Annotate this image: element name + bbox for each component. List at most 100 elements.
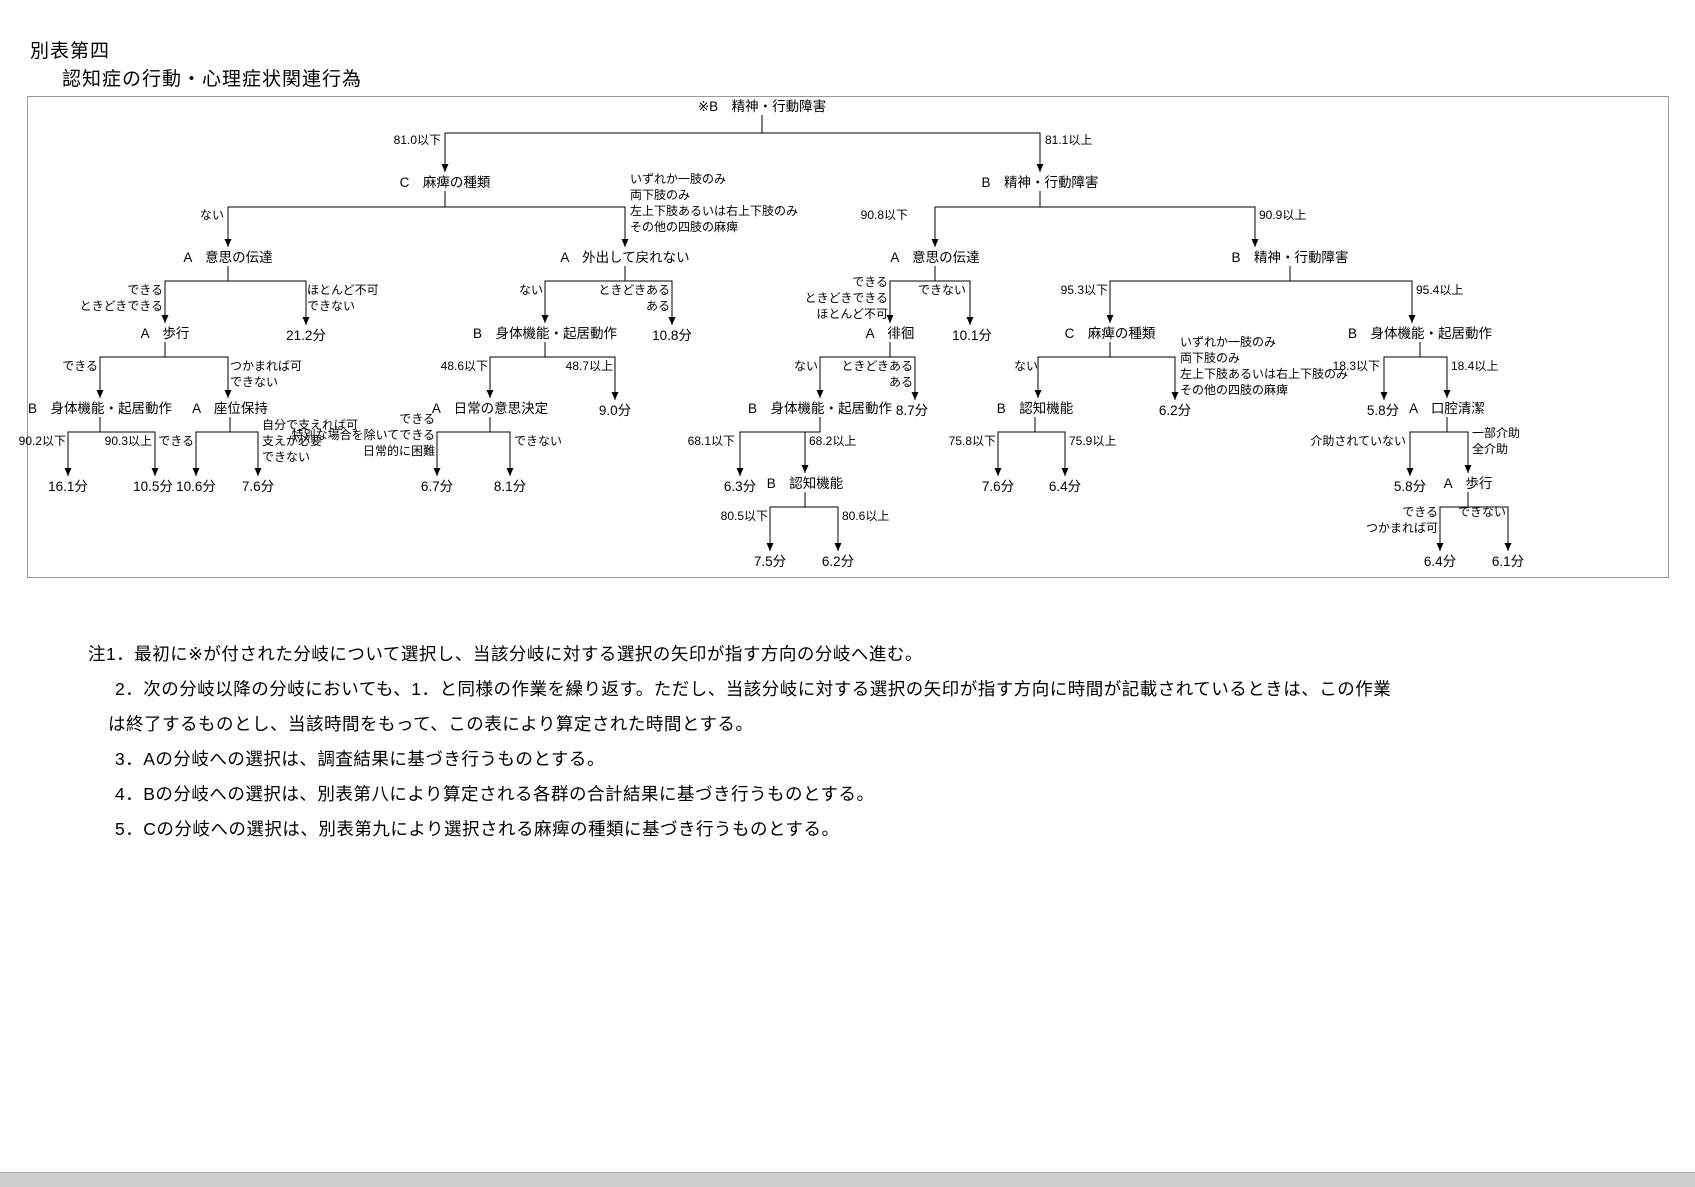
note-line: 3．Aの分岐への選択は、調査結果に基づき行うものとする。: [115, 749, 605, 769]
branch-condition-label: その他の四肢の麻痺: [630, 220, 739, 234]
branch-condition-label: ない: [518, 283, 543, 297]
branch-condition-label: できる: [1402, 505, 1438, 519]
tree-node: ※B 精神・行動障害: [697, 99, 827, 114]
tree-node: A 意思の伝達: [183, 250, 273, 265]
tree-leaf-minutes-value: 7.5分: [753, 554, 787, 569]
tree-leaf-minutes-value: 6.1分: [1491, 554, 1525, 569]
tree-node: B 認知機能: [766, 476, 844, 491]
note-line: 2．次の分岐以降の分岐においても、1．と同様の作業を繰り返す。ただし、当該分岐に…: [115, 679, 1392, 699]
tree-node: A 意思の伝達: [890, 250, 980, 265]
branch-condition-label: その他の四肢の麻痺: [1180, 383, 1289, 397]
branch-condition-label: 48.7以上: [565, 359, 613, 373]
tree-leaf-minutes-value: 8.1分: [493, 479, 527, 494]
tree-node: B 身体機能・起居動作: [27, 401, 173, 416]
branch-condition-label: 自分で支えれば可: [262, 418, 359, 432]
branch-condition-label: 68.2以上: [809, 434, 857, 448]
tree-leaf-minutes-value: 7.6分: [241, 479, 275, 494]
branch-condition-label: 95.3以下: [1060, 283, 1108, 297]
tree-node: A 徘徊: [865, 326, 915, 341]
branch-condition-label: 80.6以上: [842, 509, 890, 523]
tree-leaf-minutes-value: 9.0分: [598, 403, 632, 418]
branch-condition-label: ない: [1013, 359, 1038, 373]
branch-condition-label: ときどきある: [841, 359, 913, 373]
branch-condition-label: つかまれば可: [230, 359, 303, 373]
branch-condition-label: ほとんど不可: [816, 307, 888, 321]
tree-leaf-minutes-value: 16.1分: [48, 479, 88, 494]
branch-condition-label: ほとんど不可: [307, 283, 379, 297]
branch-condition-label: できない: [262, 450, 311, 464]
tree-leaf-minutes-value: 6.4分: [1423, 554, 1457, 569]
tree-leaf-minutes-value: 10.6分: [176, 479, 216, 494]
branch-condition-label: 介助されていない: [1310, 434, 1406, 448]
tree-node: B 精神・行動障害: [1231, 250, 1349, 265]
branch-condition-label: 90.9以上: [1259, 208, 1307, 222]
tree-node: B 精神・行動障害: [981, 175, 1099, 190]
branch-condition-label: いずれか一肢のみ: [630, 172, 727, 186]
note-line: 5．Cの分岐への選択は、別表第九により選択される麻痺の種類に基づき行うものとする…: [115, 819, 840, 839]
tree-node: A 日常の意思決定: [431, 401, 549, 416]
branch-condition-label: 左上下肢あるいは右上下肢のみ: [1180, 367, 1349, 381]
tree-leaf-minutes-value: 6.3分: [723, 479, 757, 494]
branch-condition-label: できない: [917, 283, 966, 297]
branch-condition-label: 95.4以上: [1416, 283, 1464, 297]
branch-condition-label: 75.8以下: [948, 434, 996, 448]
branch-condition-label: 81.1以上: [1045, 133, 1093, 147]
tree-leaf-minutes-value: 5.8分: [1393, 479, 1427, 494]
branch-condition-label: 一部介助: [1472, 426, 1521, 440]
branch-condition-label: 48.6以下: [440, 359, 488, 373]
branch-condition-label: 支えが必要: [262, 434, 323, 448]
decision-tree-border-box: [27, 96, 1669, 578]
tree-leaf-minutes-value: 6.2分: [1158, 403, 1192, 418]
tree-leaf-minutes-value: 6.2分: [821, 554, 855, 569]
branch-condition-label: いずれか一肢のみ: [1180, 335, 1277, 349]
tree-node: B 認知機能: [996, 401, 1074, 416]
tree-leaf-minutes-value: 5.8分: [1366, 403, 1400, 418]
branch-condition-label: 90.3以上: [104, 434, 152, 448]
branch-condition-label: できる: [127, 283, 163, 297]
branch-condition-label: 75.9以上: [1069, 434, 1117, 448]
branch-condition-label: できない: [230, 375, 279, 389]
bottom-window-edge: [0, 1172, 1695, 1187]
tree-leaf-minutes-value: 10.8分: [652, 328, 692, 343]
branch-condition-label: ときどきできる: [79, 299, 163, 313]
branch-condition-label: 18.3以下: [1332, 359, 1380, 373]
branch-condition-label: ときどきある: [598, 283, 670, 297]
tree-node: B 身体機能・起居動作: [747, 401, 893, 416]
branch-condition-label: できない: [307, 299, 356, 313]
tree-leaf-minutes-value: 10.1分: [952, 328, 992, 343]
branch-condition-label: 両下肢のみ: [630, 188, 691, 202]
page-title: 別表第四: [30, 41, 111, 62]
branch-condition-label: つかまれば可: [1365, 521, 1438, 535]
branch-condition-label: ある: [888, 375, 913, 389]
tree-node: A 歩行: [140, 326, 190, 341]
branch-condition-label: 18.4以上: [1451, 359, 1499, 373]
note-line: 注1．最初に※が付された分岐について選択し、当該分岐に対する選択の矢印が指す方向…: [88, 644, 923, 664]
branch-condition-label: ない: [793, 359, 818, 373]
note-line: は終了するものとし、当該時間をもって、この表により算定された時間とする。: [108, 714, 754, 734]
branch-condition-label: できない: [1457, 505, 1506, 519]
tree-node: C 麻痺の種類: [1064, 326, 1156, 341]
branch-condition-label: ある: [645, 299, 670, 313]
tree-node: A 口腔清潔: [1409, 401, 1485, 416]
branch-condition-label: 81.0以下: [393, 133, 441, 147]
branch-condition-label: 全介助: [1472, 442, 1509, 456]
branch-condition-label: できない: [514, 434, 563, 448]
branch-condition-label: 両下肢のみ: [1180, 351, 1241, 365]
tree-leaf-minutes-value: 6.4分: [1048, 479, 1082, 494]
branch-condition-label: 特別な場合を除いてできる: [291, 428, 435, 442]
branch-condition-label: 90.2以下: [18, 434, 66, 448]
branch-condition-label: できる: [399, 412, 435, 426]
branch-condition-label: 左上下肢あるいは右上下肢のみ: [630, 204, 799, 218]
page-subtitle: 認知症の行動・心理症状関連行為: [62, 69, 363, 90]
branch-condition-label: 68.1以下: [687, 434, 735, 448]
tree-leaf-minutes-value: 7.6分: [981, 479, 1015, 494]
tree-leaf-minutes-value: 6.7分: [420, 479, 454, 494]
tree-node: A 座位保持: [192, 401, 268, 416]
tree-leaf-minutes-value: 10.5分: [133, 479, 173, 494]
tree-node: A 歩行: [1443, 476, 1493, 491]
tree-node: B 身体機能・起居動作: [1347, 326, 1493, 341]
note-line: 4．Bの分岐への選択は、別表第八により算定される各群の合計結果に基づき行うものと…: [115, 784, 875, 804]
branch-condition-label: 80.5以下: [720, 509, 768, 523]
branch-condition-label: ない: [199, 208, 224, 222]
